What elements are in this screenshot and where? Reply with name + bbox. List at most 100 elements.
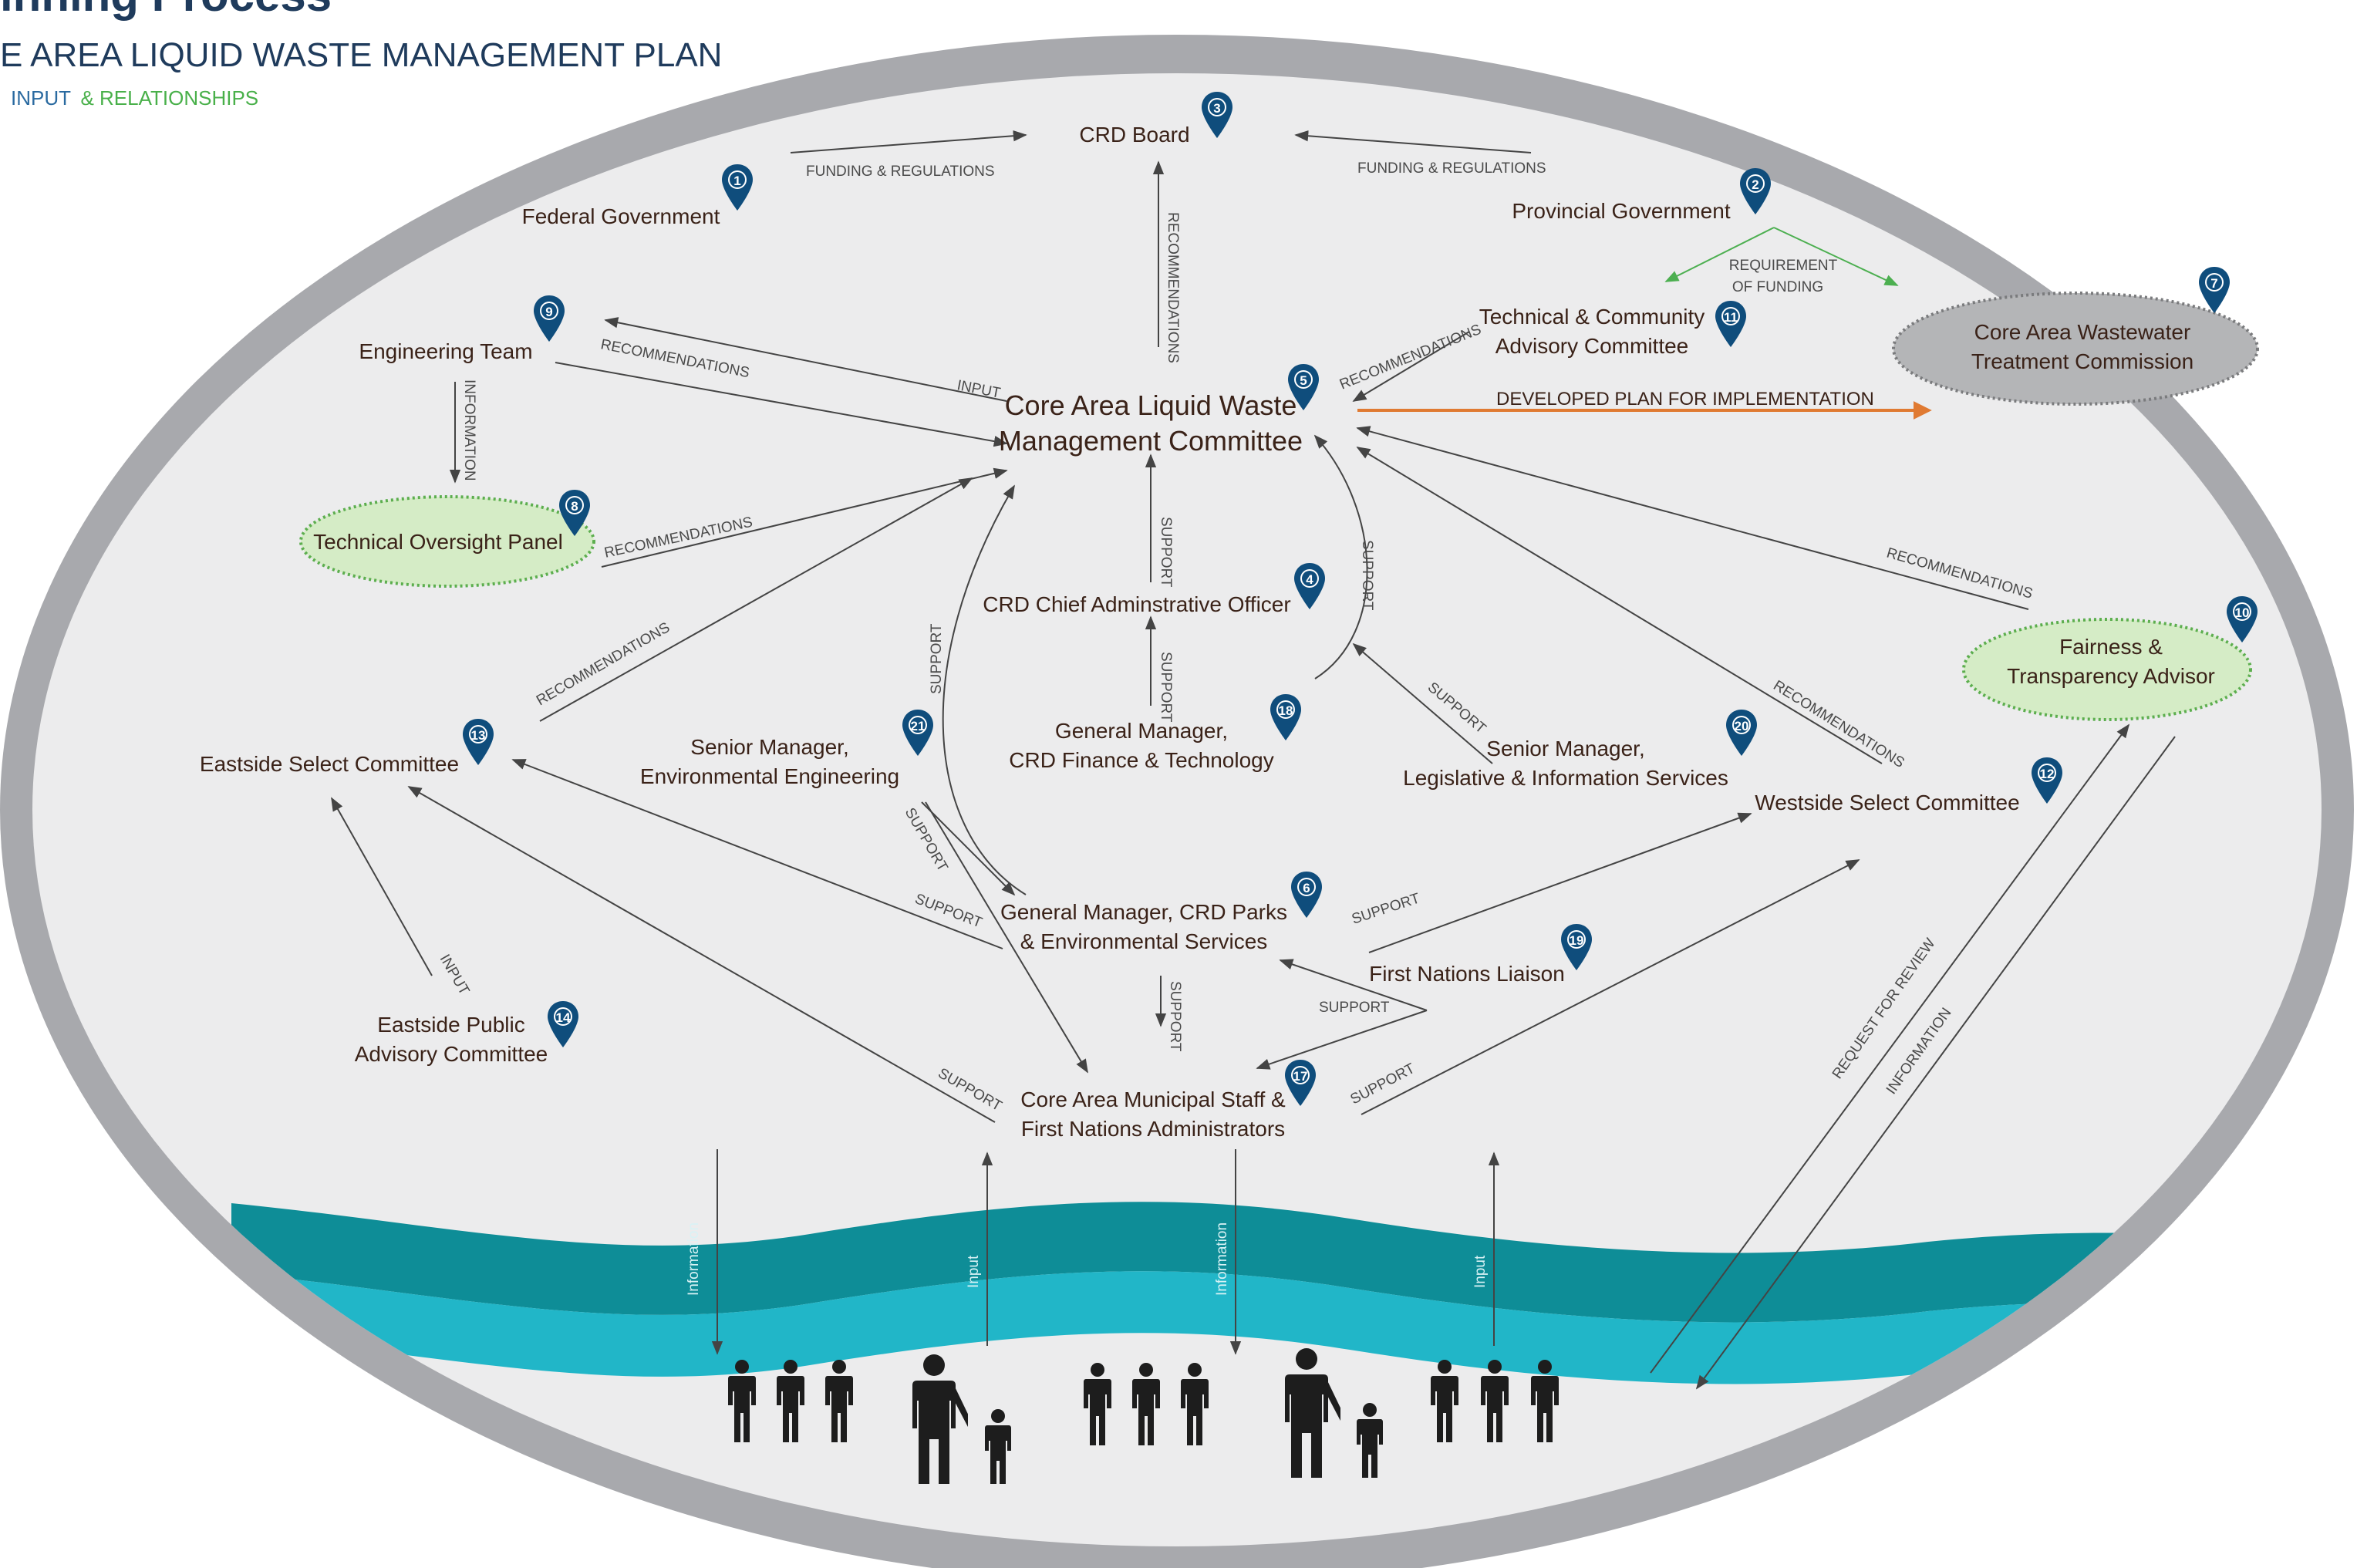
- label-water-info-2: Information: [1214, 1222, 1230, 1296]
- node-provincial-government: Provincial Government: [1512, 199, 1730, 223]
- node-committee-line2: Management Committee: [999, 425, 1303, 457]
- water-waves: [231, 1202, 2314, 1384]
- svg-text:21: 21: [911, 719, 926, 733]
- edge-westside-to-committee: [1356, 447, 1883, 764]
- pin-2-icon: 2: [1740, 168, 1771, 214]
- edge-eastside-to-committee: [539, 477, 973, 722]
- node-municipal-line2: First Nations Administrators: [1021, 1117, 1285, 1141]
- edge-municipal-to-westside: [1361, 859, 1860, 1115]
- label-funding-right: FUNDING & REGULATIONS: [1357, 160, 1546, 177]
- svg-text:13: 13: [471, 728, 486, 743]
- node-smenv-line1: Senior Manager,: [690, 735, 848, 759]
- edge-gmparks-to-westside: [1368, 812, 1752, 953]
- svg-text:7: 7: [2210, 276, 2217, 291]
- label-support-curve-right: SUPPORT: [1359, 540, 1375, 611]
- pin-7-icon: 7: [2199, 267, 2230, 313]
- svg-text:20: 20: [1735, 719, 1749, 733]
- pin-21-icon: 21: [902, 710, 933, 756]
- pin-11-icon: 11: [1715, 301, 1746, 347]
- node-first-nations-liaison: First Nations Liaison: [1369, 962, 1565, 986]
- edge-committee-to-engineering: [604, 317, 1007, 402]
- label-information-eng: INFORMATION: [461, 379, 477, 481]
- edge-fta-to-committee: [1356, 426, 2029, 610]
- label-support-fn: SUPPORT: [1319, 1000, 1390, 1016]
- pin-4-icon: 4: [1294, 563, 1325, 609]
- pin-12-icon: 12: [2032, 757, 2062, 804]
- pin-9-icon: 9: [534, 295, 565, 342]
- node-crd-board: CRD Board: [1079, 123, 1189, 147]
- edge-gmfin-curve-to-committee: [1313, 434, 1368, 679]
- pin-17-icon: 17: [1285, 1060, 1316, 1106]
- node-fta-line1: Fairness &: [2059, 635, 2163, 659]
- edge-fta-information-public: [1695, 736, 2176, 1390]
- node-westside-select: Westside Select Committee: [1755, 791, 2019, 814]
- label-support-gmfin: SUPPORT: [1158, 652, 1174, 723]
- node-smenv-line2: Environmental Engineering: [640, 764, 899, 788]
- pin-13-icon: 13: [463, 719, 494, 765]
- label-support-parks-down: SUPPORT: [1167, 981, 1183, 1052]
- label-support-cao: SUPPORT: [1158, 517, 1174, 588]
- pin-10-icon: 10: [2227, 596, 2258, 642]
- node-shape-wastewater-commission: [1892, 292, 2259, 406]
- edge-municipal-to-eastside: [407, 786, 996, 1123]
- page-title: inning Process: [0, 0, 332, 21]
- node-commission-line1: Core Area Wastewater: [1974, 320, 2191, 344]
- pin-18-icon: 18: [1270, 694, 1301, 740]
- node-commission-line2: Treatment Commission: [1971, 349, 2193, 373]
- pin-14-icon: 14: [548, 1001, 578, 1047]
- edge-provincial-to-tcac: [1664, 227, 1775, 282]
- node-cao: CRD Chief Adminstrative Officer: [983, 592, 1290, 616]
- legend-input: INPUT: [11, 86, 71, 110]
- edge-smleg-to-gmfin: [1352, 642, 1493, 764]
- svg-text:19: 19: [1570, 933, 1584, 948]
- svg-text:5: 5: [1300, 373, 1307, 388]
- svg-text:17: 17: [1293, 1069, 1308, 1084]
- svg-text:11: 11: [1724, 310, 1738, 325]
- label-recommendations-board: RECOMMENDATIONS: [1165, 212, 1181, 363]
- pin-5-icon: 5: [1288, 364, 1319, 410]
- node-shape-fairness-advisor: [1962, 618, 2252, 721]
- node-technical-oversight-panel: Technical Oversight Panel: [313, 530, 563, 554]
- svg-text:14: 14: [556, 1010, 571, 1025]
- green-edges: [1664, 227, 1899, 286]
- edge-provincial-to-board: [1294, 130, 1532, 153]
- svg-text:12: 12: [2040, 767, 2055, 781]
- edge-tcac-to-committee: [1352, 331, 1470, 402]
- edge-panel-to-committee: [601, 467, 1008, 568]
- label-support-curve-left: SUPPORT: [929, 623, 945, 694]
- edge-federal-to-board: [790, 130, 1027, 153]
- edge-gmparks-curve-to-committee: [942, 484, 1027, 895]
- label-requirement-2: OF FUNDING: [1732, 279, 1823, 295]
- legend: INPUT & RELATIONSHIPS: [11, 86, 258, 110]
- pin-3-icon: 3: [1202, 92, 1232, 138]
- node-smleg-line2: Legislative & Information Services: [1403, 766, 1728, 790]
- label-water-info-1: Information: [686, 1222, 702, 1296]
- pin-8-icon: 8: [559, 490, 590, 536]
- node-smleg-line1: Senior Manager,: [1486, 737, 1644, 760]
- edge-smenv-to-gmparks: [921, 801, 1016, 896]
- label-water-input-2: Input: [1472, 1255, 1489, 1288]
- edge-eastpac-to-eastside: [331, 797, 433, 976]
- page-subtitle: E AREA LIQUID WASTE MANAGEMENT PLAN: [0, 36, 722, 74]
- node-shape-technical-oversight-panel: [299, 495, 595, 588]
- node-gmparks-line1: General Manager, CRD Parks: [1000, 900, 1287, 924]
- node-engineering-team: Engineering Team: [359, 339, 532, 363]
- label-developed-plan: DEVELOPED PLAN FOR IMPLEMENTATION: [1496, 389, 1874, 410]
- svg-text:4: 4: [1306, 572, 1313, 587]
- node-fta-line2: Transparency Advisor: [2007, 664, 2215, 688]
- node-gmfin-line1: General Manager,: [1055, 719, 1228, 743]
- edge-smenv-to-municipal: [925, 801, 1088, 1074]
- svg-text:10: 10: [2235, 605, 2250, 620]
- node-gmfin-line2: CRD Finance & Technology: [1009, 748, 1273, 772]
- edge-public-request-review: [1650, 723, 2130, 1374]
- pin-20-icon: 20: [1726, 710, 1757, 756]
- label-requirement-1: REQUIREMENT: [1729, 258, 1838, 274]
- node-tcac-line2: Advisory Committee: [1495, 334, 1689, 358]
- node-gmparks-line2: & Environmental Services: [1020, 929, 1268, 953]
- edge-engineering-to-committee: [555, 362, 1008, 447]
- label-funding-left: FUNDING & REGULATIONS: [806, 164, 995, 180]
- pin-1-icon: 1: [722, 164, 753, 211]
- svg-text:3: 3: [1213, 101, 1220, 116]
- svg-text:8: 8: [571, 499, 578, 514]
